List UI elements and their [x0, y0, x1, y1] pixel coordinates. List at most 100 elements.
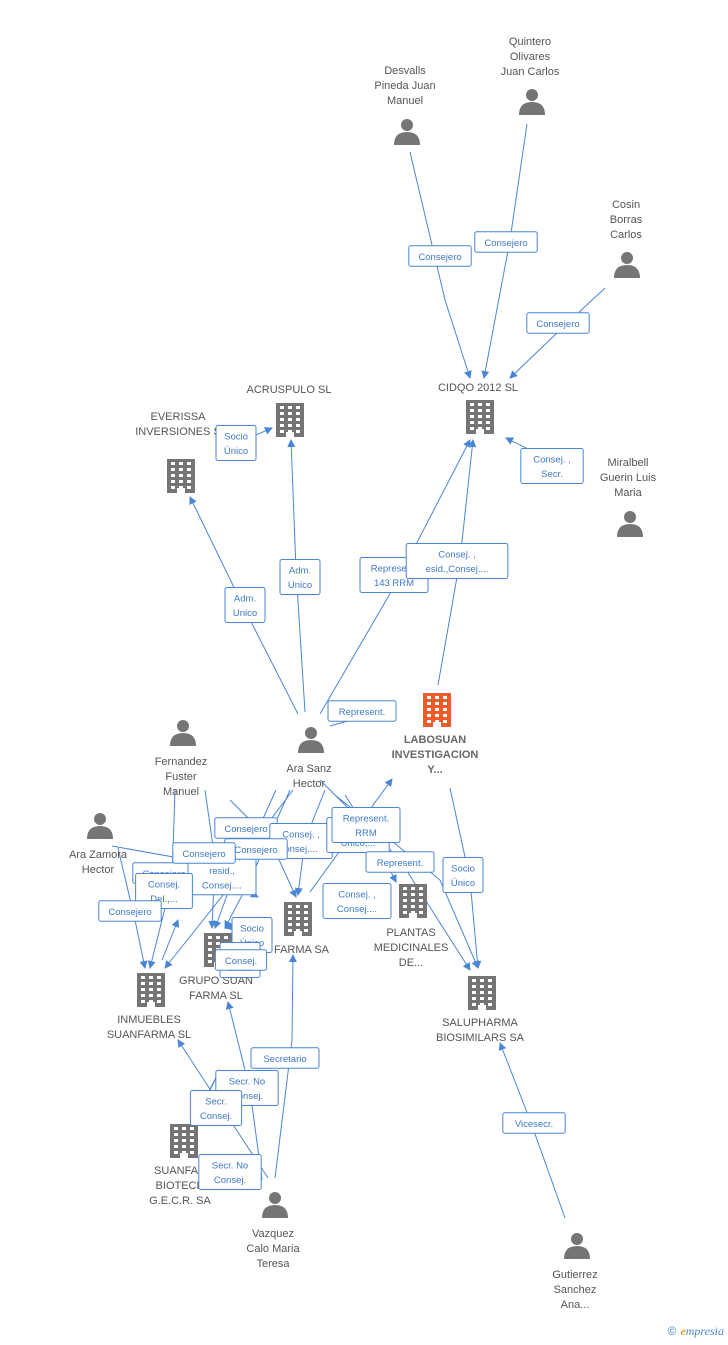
node-label: Maria: [614, 487, 642, 499]
edges: [111, 123, 606, 1219]
person-icon: [617, 511, 643, 537]
edge-label-text: Unico: [288, 580, 312, 591]
node-label: FARMA SL: [189, 990, 243, 1002]
edge-label-box: Consejero: [474, 231, 538, 253]
edge-label-text: Represent.: [343, 814, 389, 825]
building-icon: [466, 400, 494, 434]
node-labosuan[interactable]: LABOSUANINVESTIGACIONY...: [392, 693, 479, 776]
person-icon: [87, 813, 113, 839]
node-label: PLANTAS: [386, 927, 435, 939]
edge-label-box: Consejero: [408, 245, 472, 267]
node-label: N FARMA SA: [263, 944, 330, 956]
node-gutierrez[interactable]: GutierrezSanchezAna...: [552, 1233, 598, 1311]
node-label: Manuel: [163, 786, 199, 798]
edge-label-text: Único: [224, 446, 248, 457]
node-inmuebles[interactable]: INMUEBLES SUANFARMA SL: [107, 973, 191, 1041]
node-label: Manuel: [387, 95, 423, 107]
edge-label-box: Adm. Unico: [279, 559, 321, 595]
edge-label-box: Consej. ,esid.,Consej....: [405, 543, 509, 579]
brand-logo-text: mpresia: [685, 1324, 724, 1338]
edge-label-box: Consej. , Consej....: [322, 883, 392, 919]
node-label: Cosin: [612, 199, 640, 211]
edge-label-box: Consej.: [214, 949, 268, 971]
edge-label-text: Adm.: [234, 594, 256, 605]
building-icon: [284, 902, 312, 936]
node-label: G.E.C.R. SA: [149, 1195, 211, 1207]
node-label: Teresa: [256, 1258, 290, 1270]
person-icon: [298, 727, 324, 753]
edge-label-text: Consej. ,: [438, 550, 476, 561]
edge-label-text: Adm.: [289, 566, 311, 577]
node-label: Fuster: [165, 771, 197, 783]
node-label: Ana...: [561, 1299, 590, 1311]
edge-label-text: Secr.: [541, 469, 563, 480]
edge-label-text: 143 RRM: [374, 578, 414, 589]
edge-label-text: Consejero: [484, 238, 527, 249]
edge-label-text: Consej....: [337, 904, 377, 915]
relation-edge: [409, 151, 472, 379]
building-icon: [276, 403, 304, 437]
building-icon: [170, 1124, 198, 1158]
edge-label-text: Secr. No: [229, 1077, 265, 1088]
node-label: SUANFARMA SL: [107, 1029, 191, 1041]
edge-label-text: Único: [451, 878, 475, 889]
edge-label-text: Consej. ,: [533, 455, 571, 466]
edge-label-text: resid.,: [209, 866, 235, 877]
node-plantas[interactable]: PLANTASMEDICINALESDE...: [374, 884, 449, 969]
person-icon: [564, 1233, 590, 1259]
edge-label-text: Represent.: [371, 564, 417, 575]
node-label: Carlos: [610, 229, 642, 241]
node-label: Juan Carlos: [501, 66, 560, 78]
node-suan-farma[interactable]: N FARMA SA: [263, 902, 330, 956]
node-label: CIDQO 2012 SL: [438, 382, 518, 394]
edge-label-box: Secr.Consej.: [189, 1090, 243, 1126]
empresia-watermark: ©empresia: [668, 1324, 724, 1339]
edge-label-text: Represent.: [377, 858, 423, 869]
node-label: INMUEBLES: [117, 1014, 181, 1026]
edge-label-text: RRM: [355, 828, 377, 839]
node-label: MEDICINALES: [374, 942, 449, 954]
edge-label-box: Consejero: [214, 817, 278, 839]
node-label: INVESTIGACION: [392, 749, 479, 761]
building-icon: [399, 884, 427, 918]
edge-label-text: Consejero: [418, 252, 461, 263]
edge-label-text: Consejero: [224, 824, 267, 835]
edge-label-text: Secr.: [205, 1097, 227, 1108]
edge-label-text: Del.,...: [150, 894, 177, 905]
edge-label-text: Consejero: [234, 845, 277, 856]
edge-label-box: Represent. RRM: [331, 807, 401, 843]
node-label: Vazquez: [252, 1228, 294, 1240]
node-label: Sanchez: [554, 1284, 597, 1296]
node-acruspulo[interactable]: ACRUSPULO SL: [247, 384, 332, 437]
edge-label-box: Represent.: [365, 851, 435, 873]
edge-label-text: Consej. ,: [282, 830, 320, 841]
node-label: Quintero: [509, 36, 551, 48]
node-cidqo[interactable]: CIDQO 2012 SL: [438, 382, 518, 434]
edge-label-text: Socio: [240, 924, 264, 935]
person-icon: [394, 119, 420, 145]
edge-label-text: Único,...: [341, 838, 376, 849]
edge-label-text: Consejero: [108, 907, 151, 918]
relation-edge: [274, 954, 297, 1179]
edge-label-text: Consej. ,: [338, 890, 376, 901]
edge-label-text: onsej....: [284, 844, 317, 855]
edge-label-box: Consejero: [526, 312, 590, 334]
person-icon: [614, 252, 640, 278]
edge-label-box: Consej.Del.,...: [135, 873, 193, 909]
building-icon: [468, 976, 496, 1010]
